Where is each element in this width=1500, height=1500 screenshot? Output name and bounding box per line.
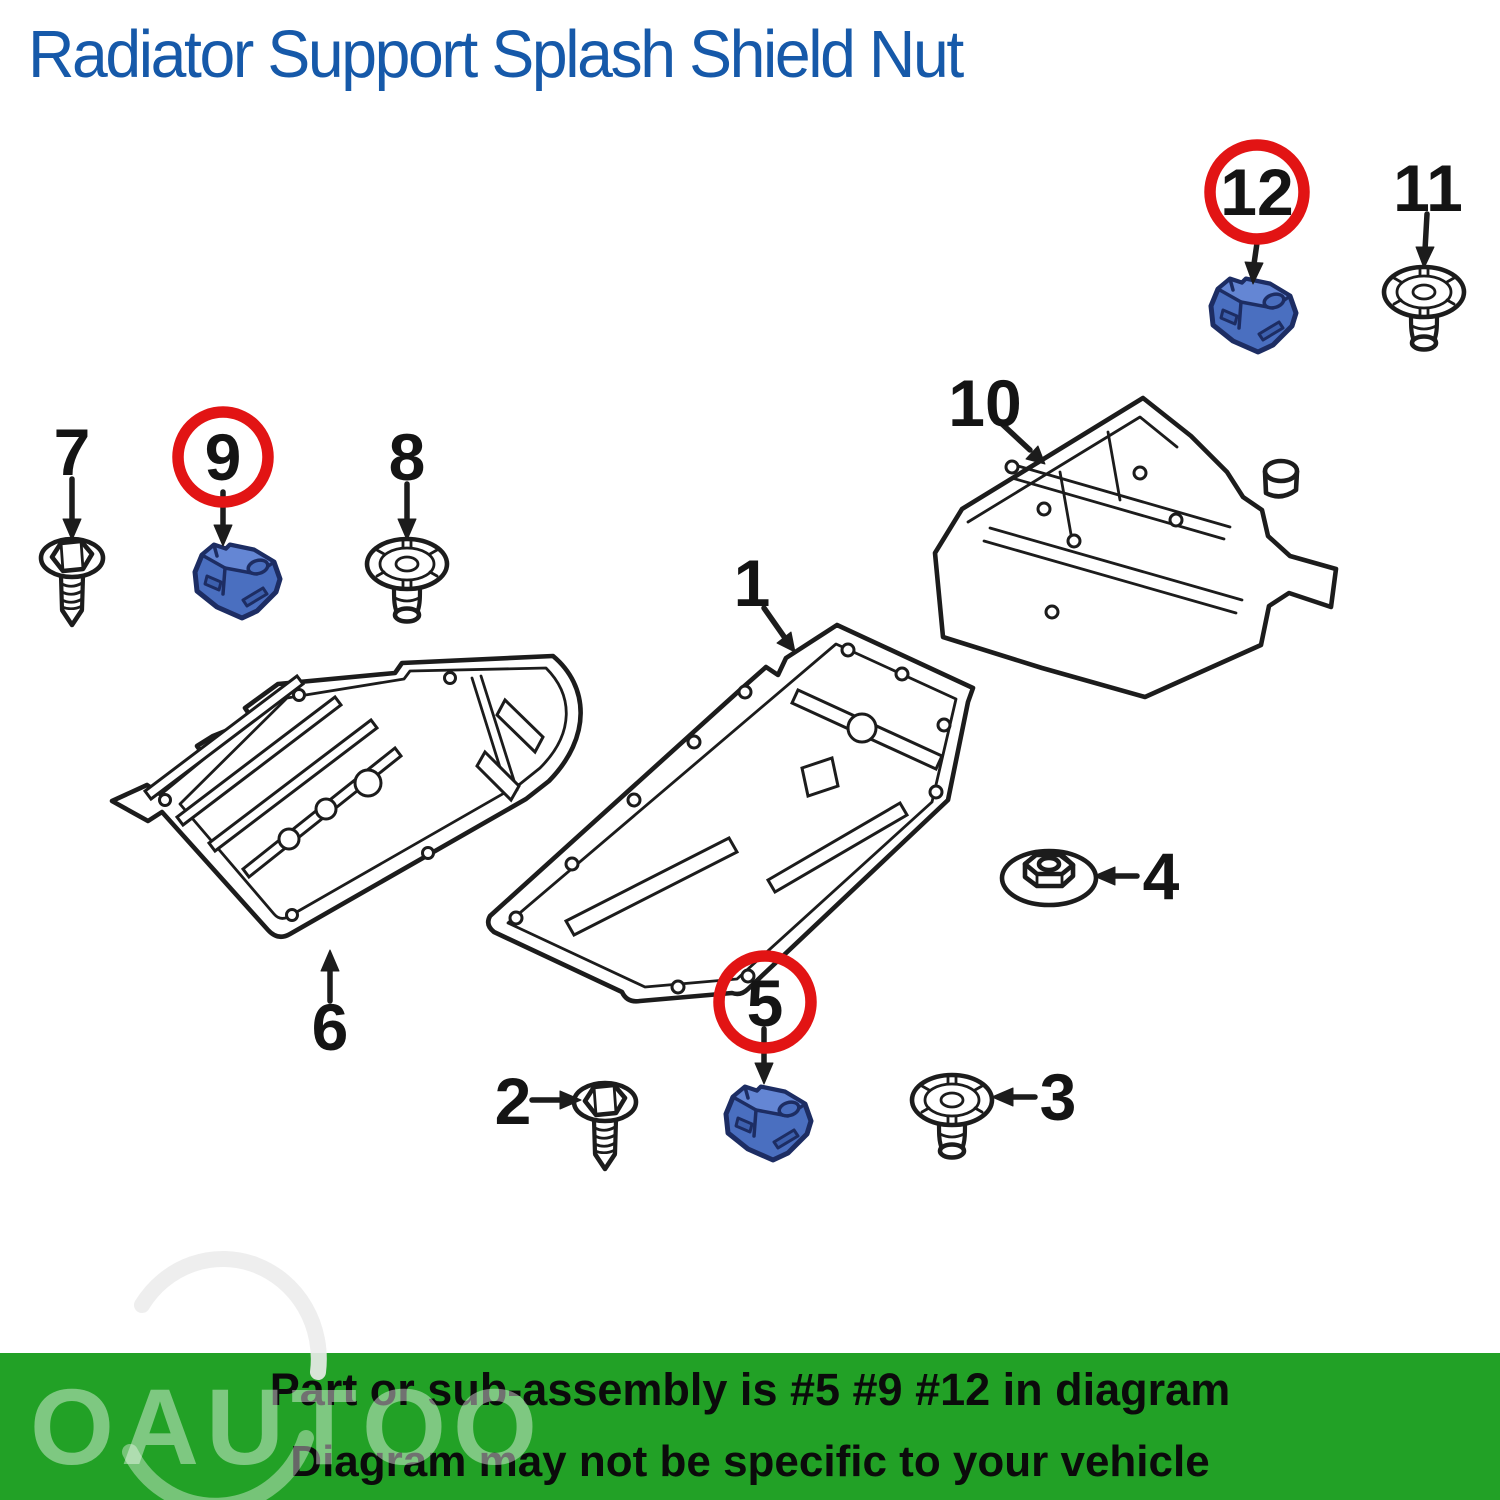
splash-shield-panel-1 xyxy=(485,622,976,1004)
grommet-part-8 xyxy=(367,539,447,622)
arrow-to-part-8 xyxy=(397,481,417,541)
arrow-to-part-11 xyxy=(1415,211,1435,269)
highlight-ring-9 xyxy=(172,406,274,508)
screw-part-2 xyxy=(574,1083,636,1169)
arrow-to-part-4 xyxy=(1093,866,1140,886)
callout-6: 6 xyxy=(312,990,349,1064)
arrow-to-part-6 xyxy=(320,949,340,1004)
arrow-to-part-12 xyxy=(1244,240,1264,285)
panel-10-bolt-stud xyxy=(1262,458,1300,499)
banner-disclaimer-line: Diagram may not be specific to your vehi… xyxy=(290,1437,1210,1486)
arrow-to-part-10 xyxy=(999,421,1046,465)
arrow-to-part-2 xyxy=(529,1090,582,1110)
callout-9-highlighted: 9 xyxy=(205,420,242,494)
clip-nut-part-9 xyxy=(195,545,280,618)
callout-arrows xyxy=(62,211,1435,1110)
callout-12-highlighted: 12 xyxy=(1220,155,1293,229)
callout-2: 2 xyxy=(495,1064,532,1138)
splash-shield-panel-6 xyxy=(109,653,583,940)
arrow-to-part-3 xyxy=(991,1087,1038,1107)
highlight-ring-12 xyxy=(1204,139,1310,245)
clip-nut-part-12 xyxy=(1211,279,1296,352)
flange-nut-part-4 xyxy=(1002,851,1096,905)
callout-7: 7 xyxy=(54,415,91,489)
arrow-to-part-7 xyxy=(62,476,82,541)
callout-10: 10 xyxy=(948,366,1021,440)
callout-numbers: 1 2 3 4 5 6 7 8 9 10 11 12 xyxy=(54,151,1463,1138)
arrow-to-part-1 xyxy=(761,605,796,653)
grommet-part-11 xyxy=(1384,267,1464,350)
callout-3: 3 xyxy=(1040,1060,1077,1134)
callout-5-highlighted: 5 xyxy=(747,966,784,1040)
page-title: Radiator Support Splash Shield Nut xyxy=(28,17,964,92)
grommet-part-3 xyxy=(912,1075,992,1158)
clip-nut-part-5 xyxy=(726,1087,811,1160)
splash-shield-panel-10 xyxy=(932,395,1339,700)
callout-1: 1 xyxy=(734,546,771,620)
banner-fitment-line: Part or sub-assembly is #5 #9 #12 in dia… xyxy=(269,1364,1231,1415)
screw-part-7 xyxy=(41,539,103,625)
highlight-ring-5 xyxy=(713,950,817,1054)
callout-8: 8 xyxy=(389,420,426,494)
callout-11: 11 xyxy=(1393,151,1463,225)
callout-4: 4 xyxy=(1143,839,1180,913)
disclaimer-banner: Part or sub-assembly is #5 #9 #12 in dia… xyxy=(0,1353,1500,1500)
